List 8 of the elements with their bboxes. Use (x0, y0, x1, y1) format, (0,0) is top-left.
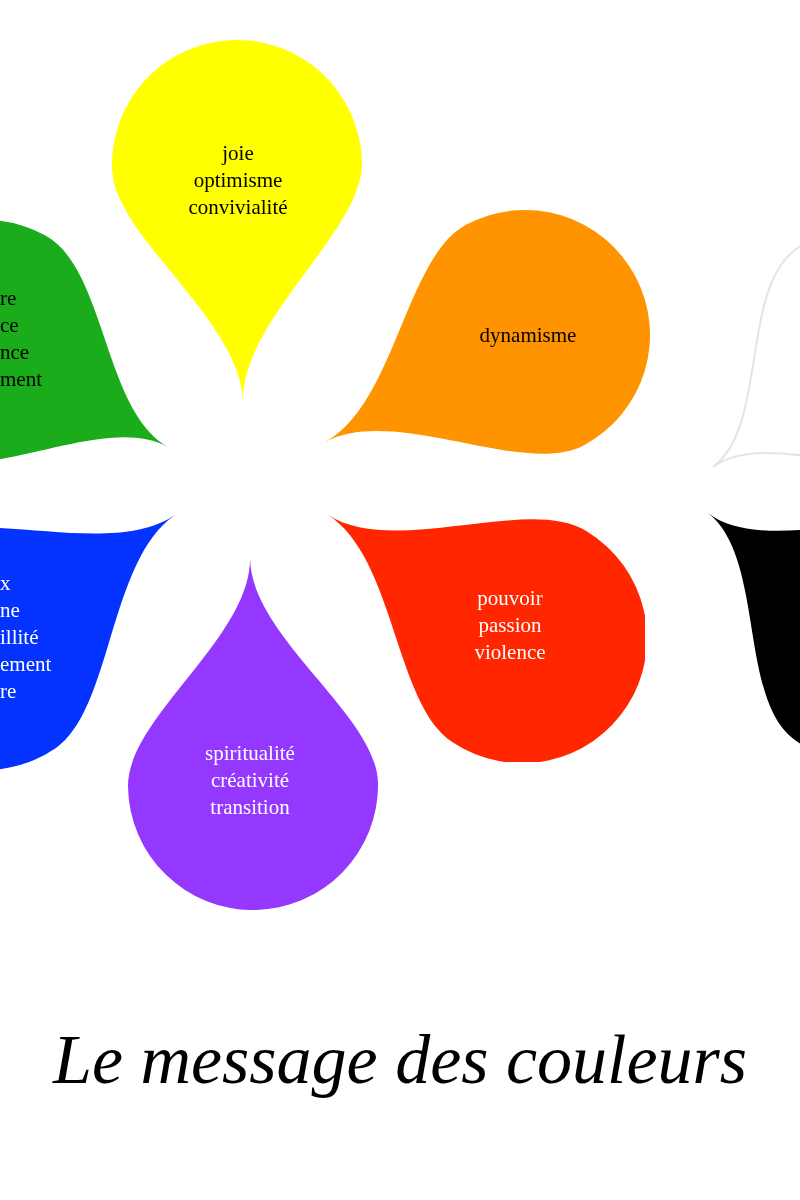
petal-label: spiritualité créativité transition (205, 740, 295, 821)
petal-label: dynamisme (479, 322, 577, 349)
title: Le message des couleurs (51, 1020, 749, 1100)
petal-label: re ce nce ment (0, 285, 42, 393)
color-petal (0, 515, 175, 770)
petal-label: x ne illité ement re (0, 570, 52, 705)
petal-label: pouvoir passion violence (474, 585, 546, 666)
petal-label: joie optimisme convivialité (188, 140, 288, 221)
